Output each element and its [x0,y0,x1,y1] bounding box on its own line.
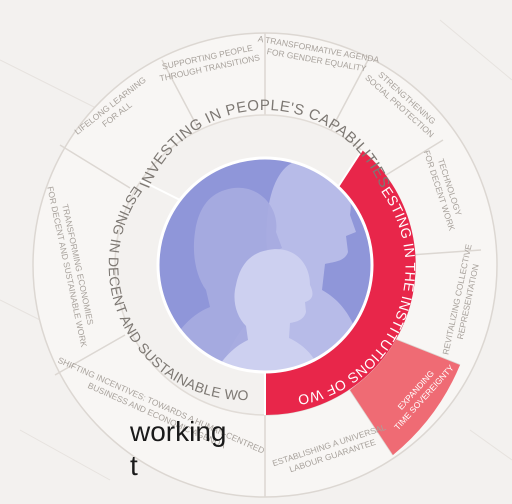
segment-time-sovereignty[interactable] [350,338,460,455]
silhouette-child [215,249,320,372]
middle-ring-dividers [139,149,363,415]
segment-institutions[interactable] [265,150,416,416]
caption-line-1: working [130,416,227,447]
caption-line-2: t [130,450,138,481]
silhouettes [160,159,365,372]
